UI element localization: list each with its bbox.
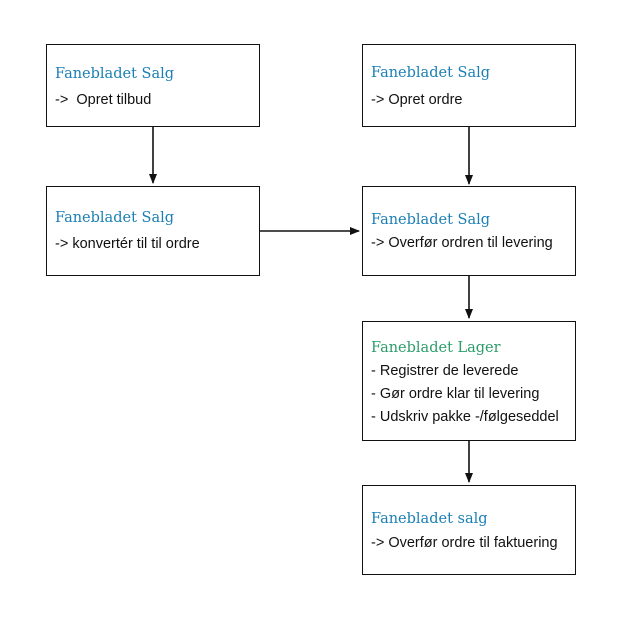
node-title: Fanebladet Salg	[371, 65, 491, 81]
node-faktuering: Fanebladet salg -> Overfør ordre til fak…	[362, 485, 576, 575]
node-title: Fanebladet Salg	[371, 212, 491, 228]
node-konverter: Fanebladet Salg -> konvertér til til ord…	[46, 186, 260, 276]
node-line: -> Overfør ordren til levering	[371, 235, 553, 251]
node-lager: Fanebladet Lager - Registrer de leverede…	[362, 321, 576, 441]
node-line: -> Overfør ordre til faktuering	[371, 535, 558, 551]
node-line: - Udskriv pakke -/følgeseddel	[371, 409, 559, 425]
node-line: -> Opret ordre	[371, 92, 463, 108]
node-line: -> konvertér til til ordre	[55, 236, 200, 252]
node-opret-tilbud: Fanebladet Salg -> Opret tilbud	[46, 44, 260, 127]
node-title: Fanebladet Salg	[55, 210, 175, 226]
node-line: -> Opret tilbud	[55, 92, 152, 108]
node-title: Fanebladet Lager	[371, 340, 501, 356]
node-title: Fanebladet Salg	[55, 66, 175, 82]
node-line: - Registrer de leverede	[371, 363, 519, 379]
node-opret-ordre: Fanebladet Salg -> Opret ordre	[362, 44, 576, 127]
node-overfor-levering: Fanebladet Salg -> Overfør ordren til le…	[362, 186, 576, 276]
node-line: - Gør ordre klar til levering	[371, 386, 540, 402]
node-title: Fanebladet salg	[371, 511, 488, 527]
